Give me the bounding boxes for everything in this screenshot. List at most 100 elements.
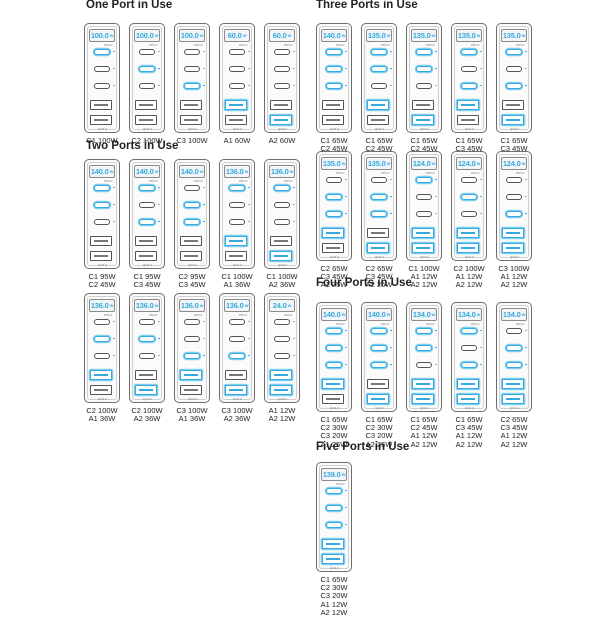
usb-c-port-c1 [326,177,342,183]
wattage-display: 140.0W [321,29,347,42]
wattage-unit: W [109,33,114,38]
wattage-display: 139.0W [321,468,347,481]
port-indicator-c3 [480,364,482,365]
usb-a-port-a1 [412,379,434,389]
wattage-unit: W [341,33,346,38]
usb-c-port-c3 [461,362,477,368]
wattage-value: 100.0 [180,31,199,40]
qc-port-label: QC3.0 [510,406,519,410]
usb-a-port-a2 [412,243,434,253]
caption-line: A1 60W [223,136,251,145]
wattage-value: 124.0 [457,159,476,168]
caption-line: C1 65W [365,136,393,145]
port-indicator-c3 [248,355,250,356]
qc-port-label: QC3.0 [233,127,242,131]
usb-a-port-a2 [457,394,479,404]
charger-faceplate [87,162,117,266]
usb-c-port-c3 [371,211,387,217]
port-allocation-caption: A1 60W [217,136,257,145]
caption-line: C2 45W [410,423,438,433]
port-indicator-c3 [435,364,437,365]
wattage-display: 24.0W [269,299,295,312]
usb-c-port-c3 [326,211,342,217]
wattage-unit: W [199,169,204,174]
caption-line: C1 65W [455,415,483,424]
port-indicator-c1 [113,187,115,188]
charger-faceplate [267,296,297,400]
caption-line: A1 25W [320,280,348,290]
usb-c-port-c1 [184,185,200,191]
wattage-value: 140.0 [135,167,154,176]
usb-c-port-c1 [461,328,477,334]
usb-c-port-c1 [229,185,245,191]
pd-port-label: PD3.0 [381,322,390,326]
caption-line: C2 30W [365,423,393,433]
usb-a-port-a2 [90,251,112,261]
port-indicator-c1 [113,51,115,52]
usb-c-port-c2 [274,336,290,342]
pd-port-label: PD3.0 [284,313,293,317]
usb-c-port-c3 [371,362,387,368]
charger-faceplate [319,154,349,258]
wattage-display: 136.0W [224,299,250,312]
pd-port-label: PD3.0 [471,322,480,326]
usb-a-port-a2 [412,394,434,404]
caption-line: C3 45W [500,144,528,154]
port-indicator-c3 [345,213,347,214]
usb-c-port-c3 [229,83,245,89]
port-indicator-c3 [435,213,437,214]
caption-line: C2 45W [410,144,438,154]
caption-line: C2 45W [88,280,116,290]
usb-c-port-c2 [94,66,110,72]
usb-a-port-a1 [225,236,247,246]
usb-c-port-c3 [274,353,290,359]
usb-c-port-c3 [326,83,342,89]
port-indicator-c3 [113,85,115,86]
usb-a-port-a2 [135,115,157,125]
port-indicator-c1 [345,179,347,180]
pd-port-label: PD3.0 [426,322,435,326]
wattage-unit: W [431,312,436,317]
wattage-display: 135.0W [501,29,527,42]
port-indicator-c3 [525,213,527,214]
wattage-display: 140.0W [134,165,160,178]
wattage-value: 60.0 [227,31,242,40]
caption-line: C3 45W [320,272,348,282]
wattage-display: 136.0W [179,299,205,312]
wattage-value: 136.0 [180,301,199,310]
caption-line: C2 65W [500,415,528,424]
usb-a-port-a2 [502,243,524,253]
caption-line: C1 95W [88,272,116,281]
port-indicator-c3 [203,355,205,356]
charger-faceplate [499,305,529,409]
port-indicator-c2 [158,204,160,205]
port-indicator-c3 [248,85,250,86]
usb-a-port-a1 [502,379,524,389]
usb-c-port-c2 [416,194,432,200]
wattage-value: 60.0 [272,31,287,40]
wattage-unit: W [521,161,526,166]
port-indicator-c1 [435,179,437,180]
caption-line: A1 12W [500,272,528,282]
port-indicator-c1 [390,51,392,52]
caption-line: A1 12W [455,431,483,441]
charger-faceplate [319,305,349,409]
pd-port-label: PD3.0 [104,43,113,47]
usb-a-port-a1 [90,236,112,246]
port-allocation-caption: A2 60W [262,136,302,145]
usb-c-port-c1 [274,185,290,191]
port-indicator-c2 [435,68,437,69]
